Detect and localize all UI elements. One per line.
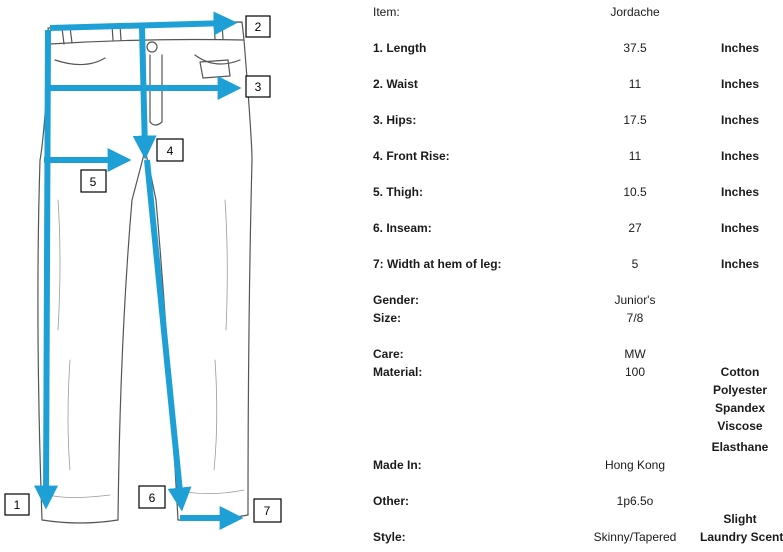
- waist-value: 11: [628, 77, 642, 91]
- front-rise-unit: Inches: [720, 149, 759, 163]
- inseam-unit: Inches: [720, 221, 759, 235]
- other-value: 1p6.5o: [616, 494, 654, 508]
- style-value: Skinny/Tapered: [593, 530, 677, 544]
- waist-arrow: [49, 11, 238, 36]
- svg-text:1: 1: [14, 498, 21, 512]
- waist-unit: Inches: [720, 77, 759, 91]
- inseam-arrow: [144, 159, 192, 512]
- waist-label: 2. Waist: [373, 77, 418, 91]
- length-arrow: [34, 29, 59, 510]
- front-rise-arrow: [132, 27, 157, 160]
- hips-unit: Inches: [720, 113, 759, 127]
- marker-2: 2: [245, 15, 271, 38]
- marker-5: 5: [80, 169, 107, 193]
- marker-1: 1: [4, 493, 30, 516]
- svg-text:7: 7: [264, 504, 271, 518]
- material-fiber: Polyester: [712, 383, 768, 397]
- length-unit: Inches: [720, 41, 759, 55]
- front-rise-label: 4. Front Rise:: [373, 149, 450, 163]
- thigh-label: 5. Thigh:: [373, 185, 423, 199]
- care-label: Care:: [373, 347, 404, 361]
- material-fiber: Spandex: [714, 401, 765, 415]
- hips-label: 3. Hips:: [373, 113, 417, 127]
- hem-width-value: 5: [631, 257, 639, 271]
- item-value: Jordache: [610, 5, 660, 19]
- inseam-label: 6. Inseam:: [373, 221, 432, 235]
- other-note: Laundry Scent: [700, 530, 783, 544]
- made-in-value: Hong Kong: [604, 458, 666, 472]
- svg-text:4: 4: [167, 144, 174, 158]
- jeans-measurement-diagram: 1 2 3 4 5 6 7: [4, 11, 282, 530]
- marker-7: 7: [253, 498, 282, 523]
- material-fiber: Elasthane: [711, 440, 769, 454]
- gender-label: Gender:: [373, 293, 420, 307]
- hips-value: 17.5: [623, 113, 647, 127]
- thigh-unit: Inches: [720, 185, 759, 199]
- other-note: Slight: [723, 512, 757, 526]
- material-label: Material:: [373, 365, 423, 379]
- made-in-label: Made In:: [373, 458, 422, 472]
- marker-3: 3: [245, 75, 271, 98]
- material-fiber: Cotton: [720, 365, 760, 379]
- marker-4: 4: [156, 138, 184, 162]
- material-fiber: Viscose: [717, 419, 763, 433]
- marker-6: 6: [138, 485, 166, 509]
- svg-text:5: 5: [90, 175, 97, 189]
- hem-width-label: 7: Width at hem of leg:: [373, 257, 502, 271]
- thigh-value: 10.5: [623, 185, 647, 199]
- care-value: MW: [624, 347, 646, 361]
- svg-text:3: 3: [255, 80, 262, 94]
- item-label: Item:: [373, 5, 400, 19]
- material-value: 100: [624, 365, 646, 379]
- length-value: 37.5: [623, 41, 647, 55]
- front-rise-value: 11: [628, 149, 642, 163]
- hem-width-unit: Inches: [720, 257, 759, 271]
- svg-text:6: 6: [149, 491, 156, 505]
- svg-text:2: 2: [255, 20, 262, 34]
- style-label: Style:: [373, 530, 406, 544]
- size-label: Size:: [373, 311, 402, 325]
- length-label: 1. Length: [373, 41, 427, 55]
- size-value: 7/8: [626, 311, 644, 325]
- inseam-value: 27: [628, 221, 642, 235]
- gender-value: Junior's: [614, 293, 656, 307]
- other-label: Other:: [373, 494, 409, 508]
